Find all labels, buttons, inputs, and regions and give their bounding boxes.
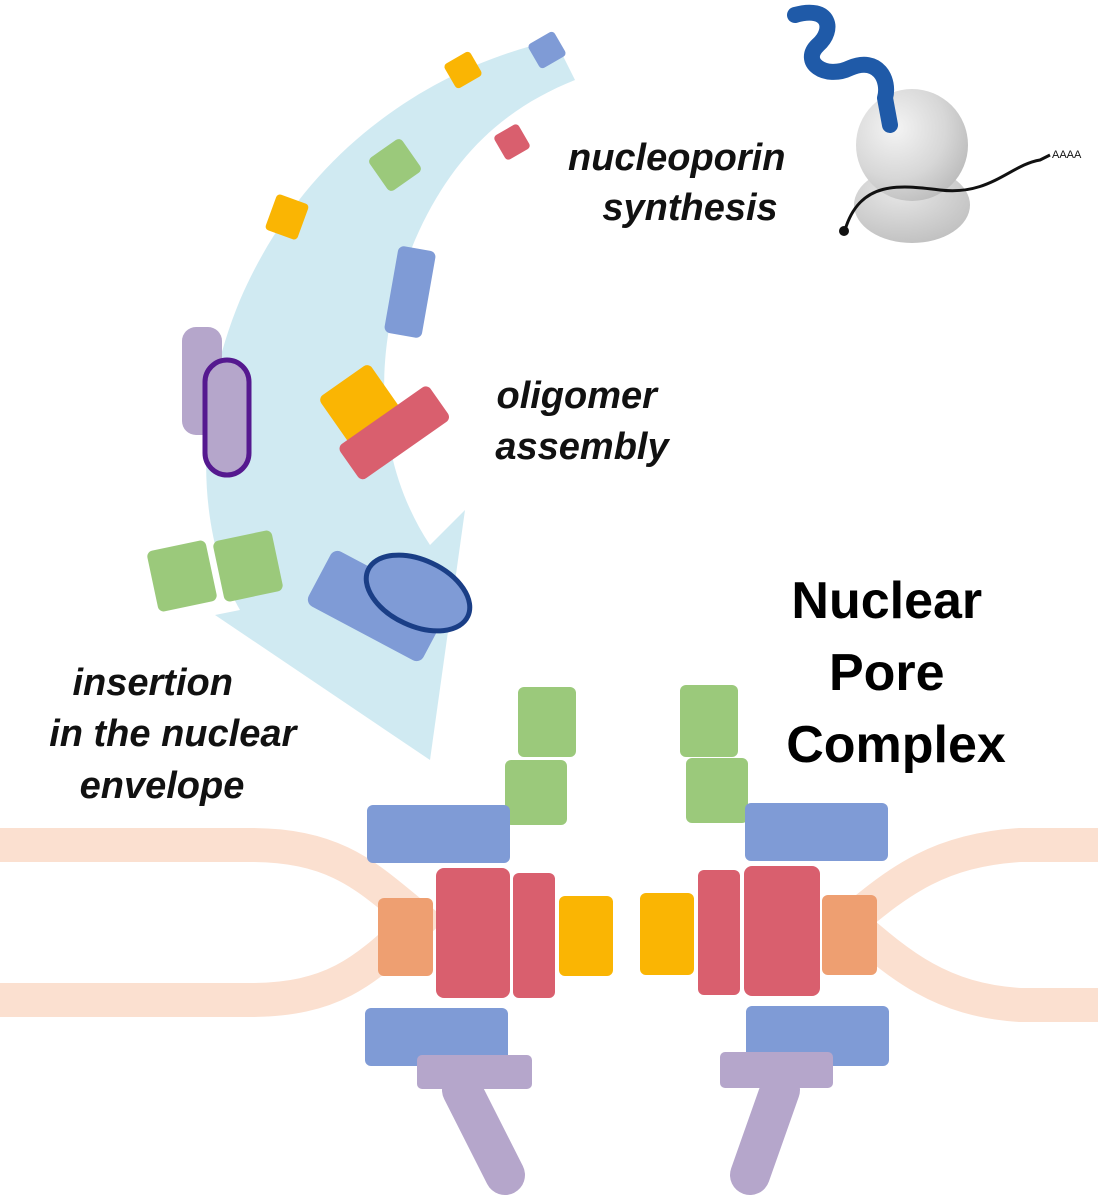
npc-green-lower [686,758,748,823]
label-line: synthesis [602,187,777,229]
monomer-orange [265,194,309,240]
monomer-red [494,124,530,160]
npc-blue-bottom [746,1006,889,1066]
npc-red-large [436,868,510,998]
monomer-green [369,139,421,191]
mrna-strand [843,153,1051,231]
mrna-cap [839,226,849,236]
envelope-left [0,828,447,1017]
ribosome-large-subunit [856,89,968,201]
npc-orange [640,893,694,975]
label-line: assembly [495,426,670,468]
nascent-nucleoporin [787,4,898,133]
label-line: envelope [80,765,245,807]
label-nucleoporin-synthesis: nucleoporin synthesis [568,137,796,229]
label-oligomer-assembly: oligomer assembly [495,375,670,468]
npc-left-half [365,687,613,1195]
monomer-blue [384,246,436,338]
title-line: Nuclear [791,572,982,630]
npc-purple-bar [720,1052,833,1088]
npc-red-small [513,873,555,998]
label-line: in the nuclear [49,713,298,755]
label-insertion: insertion in the nuclear envelope [49,662,307,807]
npc-purple-stalk [442,1070,525,1195]
title-line: Pore [829,644,945,702]
diagram-title: Nuclear Pore Complex [786,572,1006,774]
npc-blue-bottom [365,1008,508,1066]
npc-green-top [680,685,738,757]
ribosome: AAAA [787,4,1082,243]
oligomer-red [339,386,450,480]
npc-purple-bar [417,1055,532,1089]
npc-blue-top [367,805,510,863]
npc-orange [559,896,613,976]
label-line: oligomer [496,375,659,417]
npc-blue-top [745,803,888,861]
npc-red-large [744,866,820,996]
label-line: insertion [72,662,232,704]
npc-green-lower [505,760,567,825]
oligomer-green [147,540,217,612]
npc-peach [378,898,433,976]
nucleoporin-oligomers [147,327,473,662]
title-line: Complex [786,716,1006,774]
monomer-orange [444,51,482,89]
envelope-right [823,828,1098,1022]
npc-purple-stalk [730,1070,800,1195]
oligomer-blue-ring [363,552,473,634]
poly-a-tail: AAAA [1052,149,1082,161]
oligomer-green [213,530,283,602]
npc-peach [822,895,877,975]
nucleoporin-monomers [265,31,566,338]
monomer-blue [528,31,566,69]
npc-red-small [698,870,740,995]
npc-green-top [518,687,576,757]
npc-right-half [640,685,889,1195]
oligomer-purple-outlined [202,357,252,478]
label-line: nucleoporin [568,137,785,179]
